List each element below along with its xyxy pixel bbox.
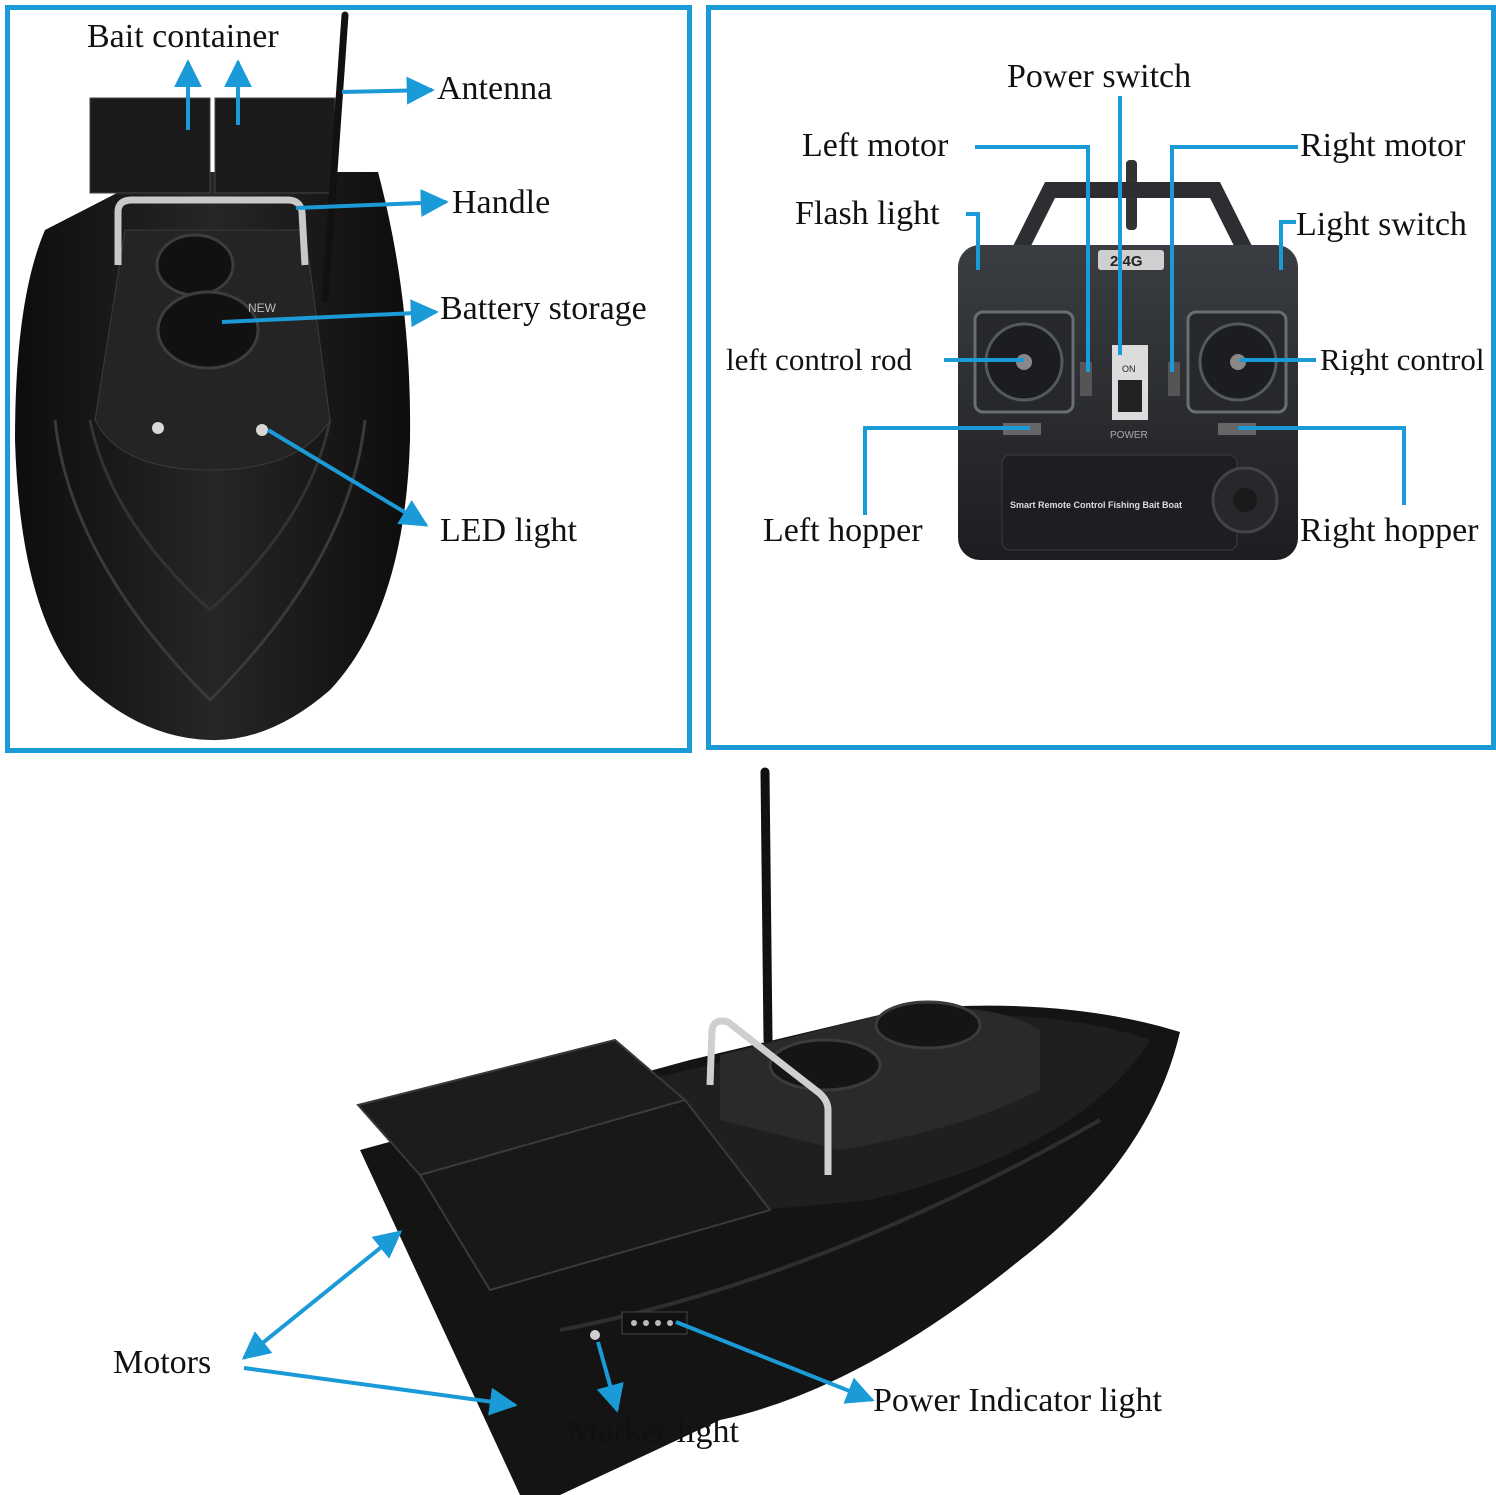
label-right-hopper: Right hopper [1300, 514, 1479, 548]
new-badge: NEW [248, 301, 277, 315]
indicator-dot-2 [643, 1320, 649, 1326]
label-marker-light: Marker light [568, 1413, 739, 1450]
label-bait-container: Bait container [87, 18, 279, 55]
label-power-switch: Power switch [1007, 58, 1192, 95]
label-power-indicator-light: Power Indicator light [873, 1382, 1162, 1419]
hull-keel-line [53, 419, 367, 703]
label-led-light: LED light [440, 512, 577, 549]
label-light-switch: Light switch [1296, 208, 1467, 242]
label-antenna: Antenna [437, 70, 553, 107]
remote-controller-panel [706, 5, 1496, 750]
label-motors: Motors [113, 1344, 212, 1381]
side-handle-bar [706, 1017, 832, 1175]
remote-freq-badge [1098, 250, 1164, 270]
bait-container-right [214, 97, 336, 194]
remote-dpad-center [1233, 488, 1257, 512]
label-left-control-rod: left control rod [726, 342, 912, 377]
label-left-motor: Left motor [802, 127, 949, 164]
remote-on-text: ON [1122, 364, 1136, 374]
leader-right-hopper [1238, 426, 1406, 505]
remote-handle [1002, 182, 1263, 274]
leader-handle [295, 189, 449, 217]
label-right-control: Right control [1320, 344, 1485, 375]
bait-container-left [89, 97, 211, 194]
leader-battery [221, 299, 439, 328]
remote-caption: Smart Remote Control Fishing Bait Boat [1010, 500, 1182, 510]
leader-led [266, 428, 429, 527]
side-bait-box-front [418, 1098, 772, 1292]
leader-right-motor [1170, 145, 1298, 372]
battery-cap-front [156, 290, 260, 370]
side-antenna-rod [760, 767, 773, 1045]
side-battery-cap-front [874, 1000, 982, 1050]
leader-left-hopper [863, 426, 1030, 515]
led-light-left [152, 422, 164, 434]
leader-left-motor [975, 145, 1090, 372]
label-right-motor: Right motor [1300, 129, 1466, 163]
leader-light-switch [1279, 220, 1296, 270]
hull-inner-line [88, 419, 332, 613]
label-flash-light: Flash light [795, 195, 940, 232]
led-light-right [256, 424, 268, 436]
side-marker-light [590, 1330, 600, 1340]
boat-top-leaders [174, 59, 449, 527]
remote-illustration: 2.4G ON POWER Smart Remote Control Fishi… [958, 160, 1298, 560]
remote-leaders [863, 96, 1406, 515]
remote-power-text: POWER [1110, 430, 1148, 441]
indicator-dot-3 [655, 1320, 661, 1326]
boat-top-illustration: NEW [15, 11, 411, 741]
leader-power-indicator [675, 1320, 875, 1404]
leader-antenna [341, 76, 435, 105]
indicator-dot-4 [667, 1320, 673, 1326]
label-battery-storage: Battery storage [440, 290, 647, 327]
power-switch-toggle [1118, 380, 1142, 412]
leader-marker-light [596, 1341, 624, 1413]
boat-side-leaders [241, 1230, 875, 1416]
battery-cap-rear [155, 233, 235, 297]
side-power-indicator-panel [621, 1311, 688, 1335]
antenna-rod [321, 11, 349, 304]
label-left-hopper: Left hopper [763, 512, 923, 549]
label-handle: Handle [452, 184, 551, 221]
leader-flash-light [966, 212, 980, 270]
leader-motors-lower [243, 1366, 518, 1416]
indicator-dot-1 [631, 1320, 637, 1326]
boat-side-illustration [356, 767, 1180, 1495]
leader-motors-upper [241, 1230, 403, 1360]
